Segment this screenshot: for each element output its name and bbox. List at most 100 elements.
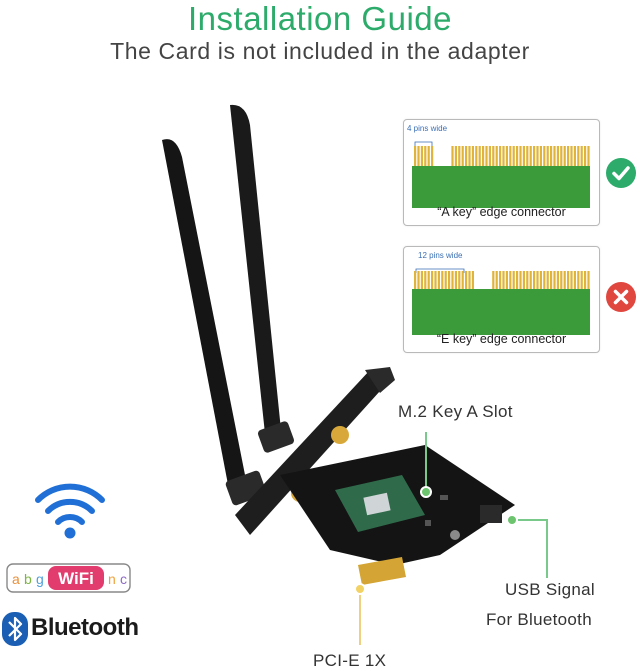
connector-pin bbox=[516, 146, 519, 166]
connector-pin bbox=[584, 146, 587, 166]
connector-pin bbox=[444, 271, 447, 289]
page-subtitle: The Card is not included in the adapter bbox=[110, 38, 530, 64]
connector-pin bbox=[424, 271, 427, 289]
connector-pin bbox=[451, 146, 454, 166]
a-key-connector-panel: 4 pins wide “A key” edge connector bbox=[403, 119, 600, 226]
connector-pin bbox=[417, 146, 420, 166]
connector-pin bbox=[577, 146, 580, 166]
connector-pin bbox=[427, 271, 430, 289]
usb-signal-label: USB Signal bbox=[505, 580, 595, 599]
svg-text:c: c bbox=[120, 571, 127, 587]
connector-pin bbox=[485, 146, 488, 166]
bluetooth-wordmark: Bluetooth bbox=[31, 614, 139, 641]
connector-pin bbox=[492, 271, 495, 289]
connector-pin bbox=[468, 271, 471, 289]
connector-pin bbox=[499, 271, 502, 289]
e-key-connector-diagram bbox=[412, 268, 590, 335]
connector-pin bbox=[546, 271, 549, 289]
connector-pin bbox=[414, 146, 417, 166]
connector-pin bbox=[543, 146, 546, 166]
connector-pin bbox=[471, 271, 474, 289]
connector-pin bbox=[499, 146, 502, 166]
connector-pin bbox=[468, 146, 471, 166]
connector-pin bbox=[577, 271, 580, 289]
connector-pin bbox=[550, 146, 553, 166]
connector-pin bbox=[509, 271, 512, 289]
connector-pin bbox=[539, 146, 542, 166]
connector-pin bbox=[553, 271, 556, 289]
connector-pin bbox=[519, 146, 522, 166]
connector-pin bbox=[465, 271, 468, 289]
connector-pin bbox=[495, 271, 498, 289]
connector-pin bbox=[488, 146, 491, 166]
pins-width-label: 4 pins wide bbox=[407, 124, 448, 133]
connector-pin bbox=[502, 146, 505, 166]
connector-pin bbox=[431, 271, 434, 289]
svg-text:WiFi: WiFi bbox=[58, 569, 94, 588]
svg-text:g: g bbox=[36, 571, 44, 587]
connector-pin bbox=[587, 271, 590, 289]
connector-pin bbox=[434, 271, 437, 289]
connector-pin bbox=[550, 271, 553, 289]
connector-pin bbox=[529, 146, 532, 166]
connector-pin bbox=[526, 271, 529, 289]
connector-pin bbox=[461, 271, 464, 289]
connector-pin bbox=[420, 146, 423, 166]
connector-pin bbox=[414, 271, 417, 289]
pcie-label: PCI-E 1X bbox=[313, 651, 387, 670]
connector-pin bbox=[529, 271, 532, 289]
connector-pin bbox=[546, 146, 549, 166]
a-key-connector-diagram bbox=[412, 141, 590, 208]
connector-pin bbox=[509, 146, 512, 166]
connector-pin bbox=[570, 271, 573, 289]
connector-pin bbox=[461, 146, 464, 166]
connector-pin bbox=[505, 271, 508, 289]
connector-pin bbox=[567, 271, 570, 289]
connector-pin bbox=[512, 146, 515, 166]
connector-pin bbox=[448, 271, 451, 289]
connector-pin bbox=[556, 146, 559, 166]
connector-pin bbox=[553, 146, 556, 166]
connector-pin bbox=[458, 146, 461, 166]
svg-text:a: a bbox=[12, 571, 20, 587]
connector-pin bbox=[424, 146, 427, 166]
wifi-card-illustration bbox=[162, 104, 515, 585]
connector-pin bbox=[563, 146, 566, 166]
connector-pin bbox=[533, 146, 536, 166]
m2-slot-label: M.2 Key A Slot bbox=[398, 402, 513, 421]
connector-pin bbox=[533, 271, 536, 289]
svg-text:n: n bbox=[108, 571, 116, 587]
connector-pin bbox=[502, 271, 505, 289]
connector-pin bbox=[451, 271, 454, 289]
antenna bbox=[230, 104, 282, 443]
cross-icon bbox=[606, 282, 636, 312]
connector-pin bbox=[437, 271, 440, 289]
connector-pin bbox=[427, 146, 430, 166]
connector-pin bbox=[560, 271, 563, 289]
connector-pin bbox=[543, 271, 546, 289]
connector-pin bbox=[441, 271, 444, 289]
connector-pin bbox=[505, 146, 508, 166]
connector-pin bbox=[454, 271, 457, 289]
connector-pin bbox=[431, 146, 434, 166]
connector-pin bbox=[482, 146, 485, 166]
connector-pin bbox=[471, 146, 474, 166]
connector-pin bbox=[454, 146, 457, 166]
connector-pin bbox=[573, 271, 576, 289]
connector-pin bbox=[519, 271, 522, 289]
connector-pin bbox=[556, 271, 559, 289]
connector-pin bbox=[567, 146, 570, 166]
bluetooth-icon bbox=[2, 612, 28, 646]
connector-pin bbox=[587, 146, 590, 166]
e-key-connector-panel: 12 pins wide “E key” edge connector bbox=[403, 246, 600, 353]
connector-pin bbox=[465, 146, 468, 166]
connector-pin bbox=[539, 271, 542, 289]
connector-pin bbox=[522, 271, 525, 289]
check-icon bbox=[606, 158, 636, 188]
connector-pin bbox=[417, 271, 420, 289]
connector-pin bbox=[526, 146, 529, 166]
bluetooth-signal-label: For Bluetooth bbox=[486, 610, 592, 629]
svg-text:b: b bbox=[24, 571, 32, 587]
pins-width-label: 12 pins wide bbox=[418, 251, 463, 260]
wifi-signal-icon bbox=[35, 483, 105, 539]
